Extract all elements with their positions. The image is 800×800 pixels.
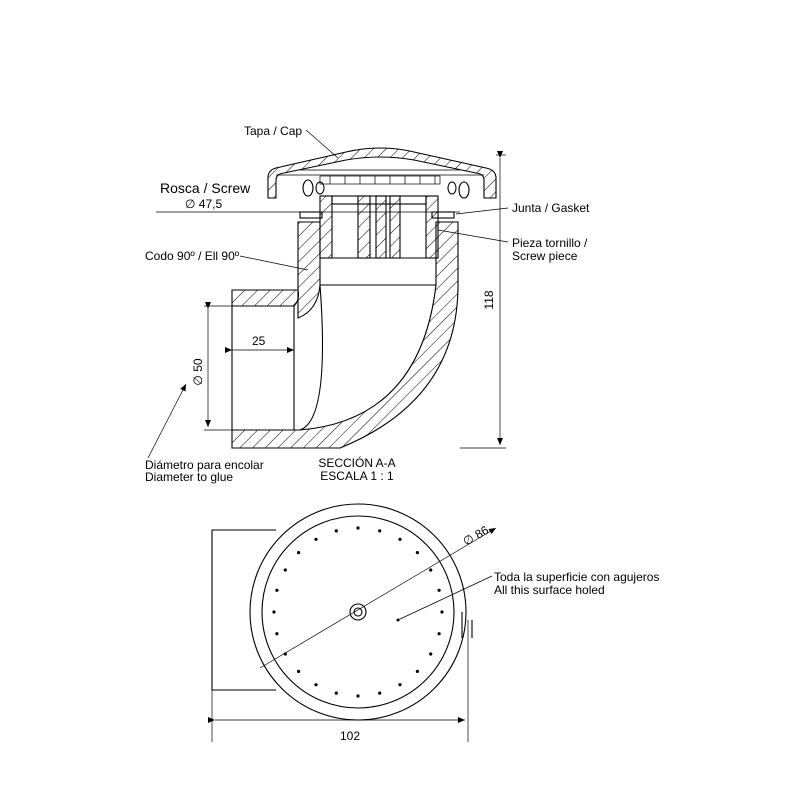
perforation-hole bbox=[275, 632, 279, 636]
perforation-hole bbox=[334, 691, 338, 695]
perforation-hole bbox=[297, 669, 301, 674]
section-annotations: Tapa / Cap Rosca / Screw ∅ 47,5 Junta / … bbox=[145, 124, 590, 484]
section-scale: ESCALA 1 : 1 bbox=[320, 469, 394, 483]
perforation-hole bbox=[334, 529, 338, 533]
cap-label: Tapa / Cap bbox=[244, 124, 302, 138]
top-inner-circle bbox=[261, 515, 455, 709]
perforation-hole bbox=[440, 610, 444, 614]
cap-part bbox=[267, 147, 497, 199]
perforation-hole bbox=[283, 568, 287, 572]
holes-ring bbox=[272, 526, 444, 698]
perforation-hole bbox=[378, 529, 382, 533]
screw-piece bbox=[319, 195, 439, 259]
holed-label-es: Toda la superficie con agujeros bbox=[494, 570, 659, 584]
top-view: ∅ 86 Toda la superficie con agujeros All… bbox=[208, 503, 659, 743]
perforation-hole bbox=[378, 691, 382, 695]
perforation-hole bbox=[437, 588, 441, 592]
elbow-label: Codo 90º / Ell 90º bbox=[145, 249, 240, 263]
perforation-hole bbox=[429, 652, 433, 656]
top-outer-circle bbox=[249, 503, 467, 721]
elbow-part bbox=[297, 221, 321, 319]
screw-title: Rosca / Screw bbox=[160, 180, 251, 196]
perforation-hole bbox=[437, 632, 441, 636]
gasket-part bbox=[299, 211, 323, 219]
perforation-hole bbox=[356, 526, 360, 530]
perforation-hole bbox=[415, 551, 419, 555]
perforation-hole bbox=[297, 551, 301, 555]
screw-piece-label-1: Pieza tornillo / bbox=[512, 236, 588, 250]
perforation-hole bbox=[314, 537, 318, 541]
glue-label-es: Diámetro para encolar bbox=[145, 458, 264, 472]
perforation-hole bbox=[429, 568, 433, 572]
perforation-hole bbox=[356, 694, 360, 698]
width-label: 102 bbox=[340, 729, 360, 743]
screw-piece-label-2: Screw piece bbox=[512, 249, 578, 263]
top-diameter-label: ∅ 86 bbox=[461, 523, 492, 549]
holed-label-en: All this surface holed bbox=[494, 583, 605, 597]
center-hole bbox=[349, 603, 367, 621]
perforation-hole bbox=[314, 683, 318, 687]
height-dimension bbox=[460, 151, 506, 449]
perforation-hole bbox=[272, 610, 276, 614]
perforation-hole bbox=[398, 537, 402, 541]
perforation-hole bbox=[398, 683, 402, 687]
height-label: 118 bbox=[482, 290, 496, 309]
gasket-label: Junta / Gasket bbox=[512, 201, 590, 215]
glue-label-en: Diameter to glue bbox=[145, 470, 233, 484]
section-title: SECCIÓN A-A bbox=[318, 455, 395, 470]
perforation-hole bbox=[275, 588, 279, 592]
cap-ribs bbox=[319, 175, 441, 185]
length-label: 25 bbox=[252, 334, 266, 348]
diameter-label: ∅ 50 bbox=[191, 358, 205, 385]
screw-dim: ∅ 47,5 bbox=[185, 197, 222, 211]
section-view: 118 25 ∅ 50 bbox=[156, 147, 506, 449]
perforation-hole bbox=[415, 669, 419, 674]
